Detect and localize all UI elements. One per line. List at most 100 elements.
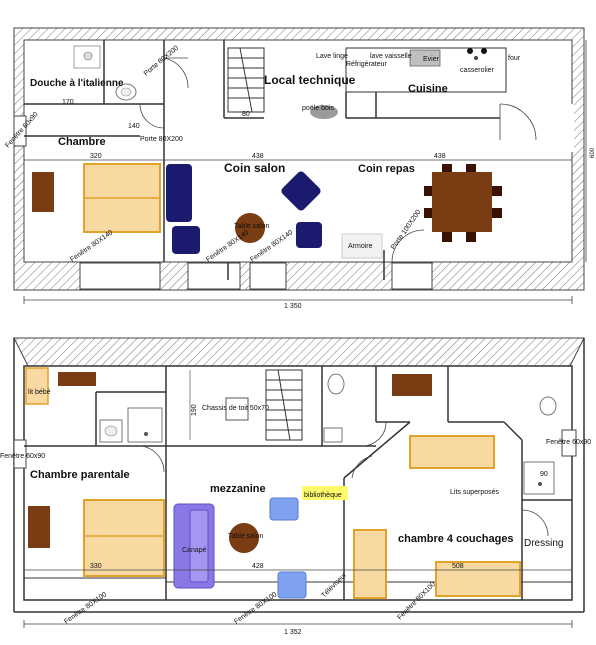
- bed-chambre: [83, 163, 161, 233]
- roof-band: [13, 337, 585, 367]
- label-porte-100x200: Porte 100X200: [390, 209, 423, 251]
- first-outer-walls: [13, 338, 585, 613]
- label-four: four: [508, 55, 521, 62]
- dim-320: 320: [90, 153, 102, 160]
- label-porte-top: Porte 80X200: [143, 45, 180, 78]
- roof-window-icon: [225, 397, 249, 421]
- first-dimension-lines: [23, 569, 573, 628]
- label-lit-bebe: lit bébé: [28, 389, 51, 396]
- armoire-icon: [341, 233, 383, 259]
- coffee-table-mezzanine: [229, 523, 259, 553]
- door-gap-right: [502, 104, 574, 152]
- label-evier: Evier: [423, 56, 440, 63]
- label-poele-bois: poële bois: [302, 105, 334, 112]
- dining-table: [424, 164, 502, 242]
- label-fenetre-80x100-a: Fenêtre 80X100: [63, 591, 108, 626]
- dresser-chambre4: [392, 374, 432, 396]
- coffee-table-icon: [235, 213, 265, 243]
- armchair-bottom: [277, 571, 307, 599]
- label-lits-superposes: Lits superposés: [450, 489, 500, 496]
- washbasin-right: [539, 396, 557, 416]
- wood-stove-icon: [310, 105, 338, 119]
- dim-170: 170: [62, 99, 74, 106]
- hob-burner-icon: [481, 48, 487, 54]
- armchair-top: [269, 497, 299, 521]
- window-gap: [187, 262, 241, 290]
- label-refrigerateur: Réfrigérateur: [346, 61, 388, 68]
- dim-right-edge: 600: [590, 147, 596, 158]
- washbasin-first: [99, 419, 123, 443]
- label-fenetre-60x90-left: Fenêtre 60x90: [0, 453, 45, 460]
- room-label-mezzanine: mezzanine: [210, 483, 266, 495]
- label-table-salon-first: Table salon: [228, 533, 264, 540]
- sink-icon: [409, 49, 441, 67]
- label-bibliotheque: bibliothèque: [304, 492, 342, 499]
- hob-burner-icon: [474, 56, 478, 60]
- shower-right: [523, 461, 555, 495]
- dim-438-b: 438: [434, 153, 446, 160]
- dim-508: 508: [452, 563, 464, 570]
- bookshelf: [302, 486, 348, 500]
- label-casserolier: casserolier: [460, 67, 495, 74]
- dim-80: 80: [242, 111, 250, 118]
- shower-fixture: [73, 45, 101, 69]
- dim-total-ground: 1 350: [284, 303, 302, 310]
- door-gap: [391, 262, 433, 290]
- washbasin-wc: [323, 427, 343, 443]
- label-fenetre-80x100-c: Fenêtre 80X100: [396, 581, 437, 622]
- dim-190: 190: [191, 404, 198, 416]
- label-fenetre-80x140-a: Fenêtre 80X140: [69, 229, 114, 264]
- label-chassis: Chassis de toit 50x70: [202, 405, 269, 412]
- label-porte-mid: Porte 80X200: [140, 136, 183, 143]
- staircase-first: [265, 369, 303, 441]
- first-door-arcs: [139, 421, 549, 537]
- label-lave-linge: Lave linge: [316, 53, 348, 60]
- window-gap-left: [13, 115, 27, 147]
- staircase: [227, 47, 265, 113]
- toilet-icon: [115, 83, 137, 101]
- wardrobe-chambre: [32, 172, 54, 212]
- label-canape: Canapé: [182, 547, 207, 554]
- label-fenetre-60x90-right: Fenêtre 60x90: [546, 439, 591, 446]
- dim-330: 330: [90, 563, 102, 570]
- wardrobe-parentale: [28, 506, 50, 548]
- first-floor-plan: Chambre parentale mezzanine chambre 4 co…: [0, 337, 591, 636]
- bed-parentale: [83, 499, 165, 577]
- room-label-chambre: Chambre: [58, 136, 106, 148]
- ground-interior-walls: [24, 40, 500, 280]
- room-label-cuisine: Cuisine: [408, 83, 448, 95]
- label-lave-vaisselle: lave vaisselle: [370, 53, 412, 60]
- dim-90: 90: [540, 471, 548, 478]
- room-label-coin-repas: Coin repas: [358, 163, 415, 175]
- room-label-local-technique: Local technique: [264, 73, 356, 87]
- bed-chambre4-bottom: [435, 561, 521, 597]
- shower-first: [127, 407, 163, 443]
- ground-dimension-lines: [23, 40, 587, 304]
- label-fenetre-80x140-b: Fenêtre 80X140: [205, 229, 250, 264]
- window-gap-left: [13, 439, 27, 469]
- lit-bebe: [25, 367, 49, 405]
- toilet-first: [327, 373, 345, 395]
- room-label-dressing: Dressing: [524, 538, 563, 549]
- label-fenetre-80x100-b: Fenêtre 80X100: [233, 591, 278, 626]
- ground-floor-plan: Douche à l'italienne Chambre Local techn…: [4, 27, 596, 310]
- label-armoire: Armoire: [348, 243, 373, 250]
- label-table-salon: Table salon: [234, 223, 270, 230]
- dim-140: 140: [128, 123, 140, 130]
- ground-outer-wall: [13, 27, 585, 291]
- dim-428: 428: [252, 563, 264, 570]
- window-gap: [249, 262, 287, 290]
- dim-438-a: 438: [252, 153, 264, 160]
- window-gap-right: [561, 429, 577, 457]
- sofa-salon: [166, 164, 322, 254]
- bed-chambre4-left: [353, 529, 387, 599]
- room-label-coin-salon: Coin salon: [224, 161, 285, 175]
- room-label-chambre-parentale: Chambre parentale: [30, 469, 130, 481]
- dresser-parentale: [58, 372, 96, 386]
- ground-door-arcs: [139, 57, 537, 263]
- bunk-bed-top: [409, 435, 495, 469]
- room-label-chambre-4: chambre 4 couchages: [398, 533, 514, 545]
- sofa-mezzanine: [173, 503, 215, 589]
- kitchen-counter: [345, 47, 507, 93]
